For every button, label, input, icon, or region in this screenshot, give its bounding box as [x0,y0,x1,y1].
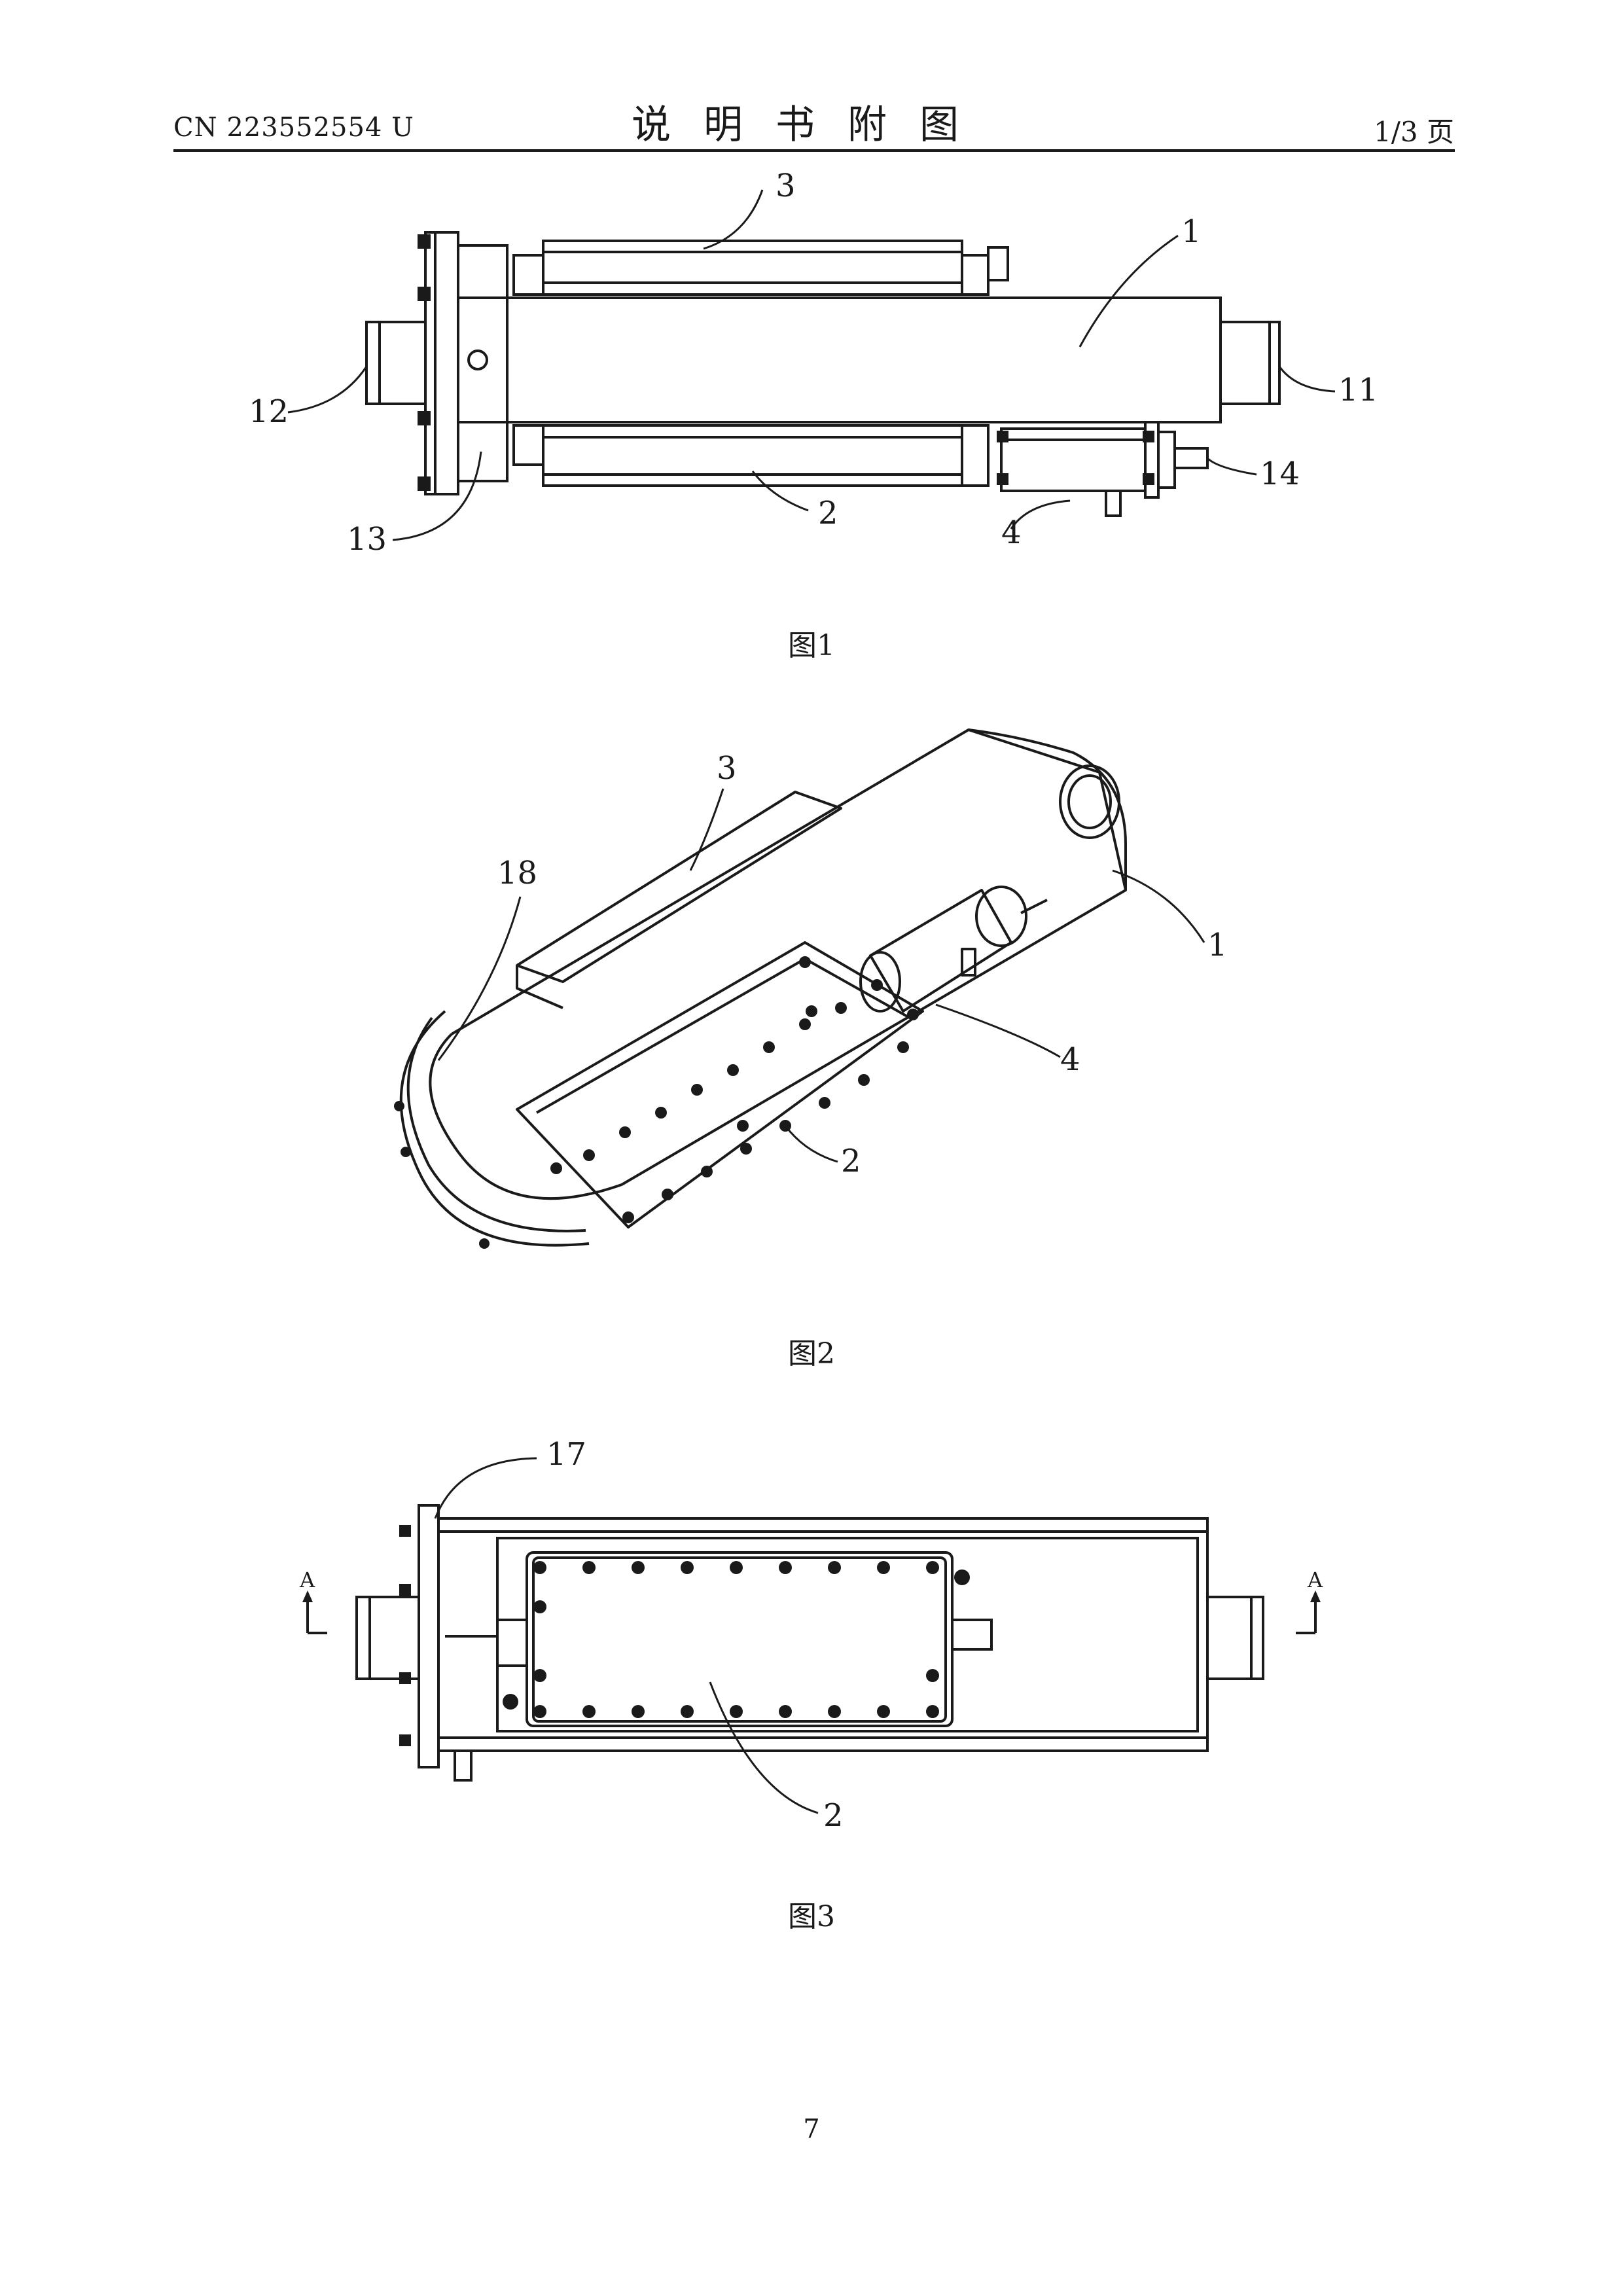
label-17: 17 [546,1436,586,1473]
figure-3-caption: 图3 [0,1893,1623,1935]
section-marker-right: A [1307,1568,1323,1592]
section-marker-left: A [299,1568,315,1592]
label-2: 2 [823,1797,844,1834]
page-number: 7 [0,2114,1623,2144]
